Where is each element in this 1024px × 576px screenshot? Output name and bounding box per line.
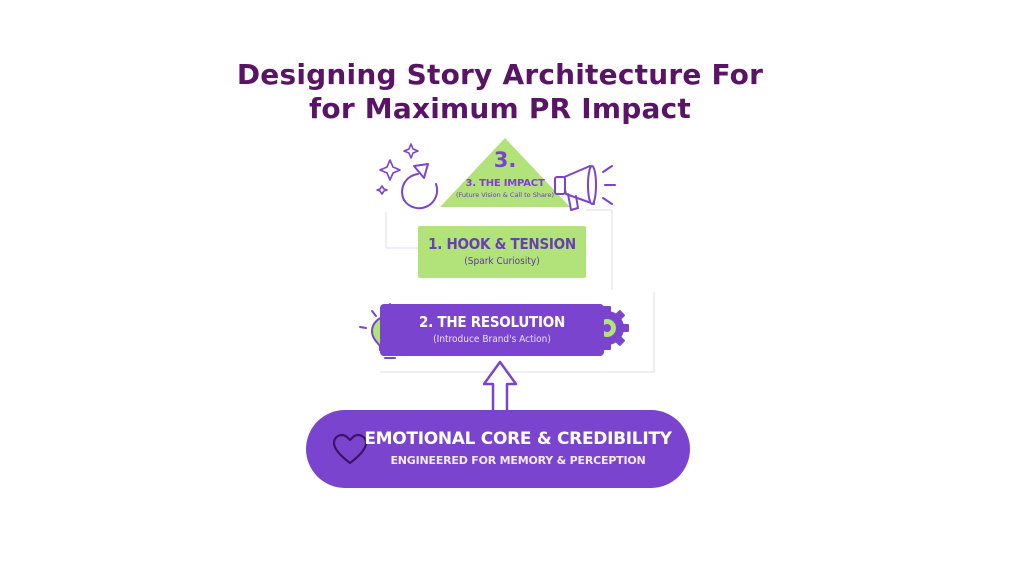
heart-icon xyxy=(332,433,368,465)
diagram-title-line1: Designing Story Architecture For xyxy=(236,58,764,91)
connector-lines xyxy=(380,209,655,373)
up-arrow-icon xyxy=(482,360,518,414)
circular-arrow-icon xyxy=(401,163,439,210)
resolution-label: 2. THE RESOLUTION xyxy=(419,313,565,331)
sparkle-icon xyxy=(376,143,419,195)
impact-triangle xyxy=(440,138,570,207)
impact-label: 3. THE IMPACT xyxy=(465,178,545,189)
resolution-tier-box: 2. THE RESOLUTION (Introduce Brand's Act… xyxy=(380,304,604,356)
diagram-title-line2: for Maximum PR Impact xyxy=(309,92,691,125)
impact-sublabel: (Future Vision & Call to Share) xyxy=(456,191,554,199)
hook-sublabel: (Spark Curiosity) xyxy=(464,256,540,267)
core-pill: EMOTIONAL CORE & CREDIBILITY ENGINEERED … xyxy=(306,410,690,488)
megaphone-icon xyxy=(554,165,616,211)
impact-number: 3. xyxy=(493,148,517,172)
hook-tier-box: 1. HOOK & TENSION (Spark Curiosity) xyxy=(418,226,586,278)
resolution-sublabel: (Introduce Brand's Action) xyxy=(433,334,551,345)
core-label: EMOTIONAL CORE & CREDIBILITY xyxy=(364,429,672,449)
core-sublabel: ENGINEERED FOR MEMORY & PERCEPTION xyxy=(390,454,646,467)
hook-label: 1. HOOK & TENSION xyxy=(428,235,576,253)
